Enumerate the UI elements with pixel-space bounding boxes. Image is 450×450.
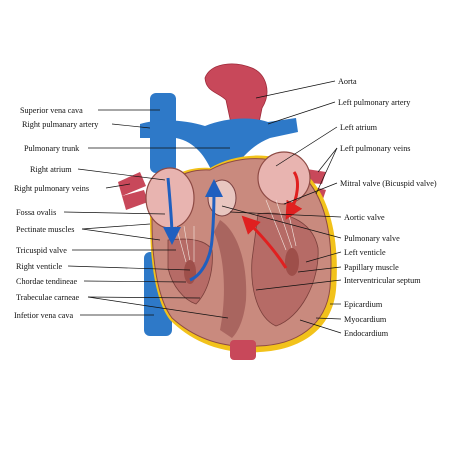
left-labels: Superior vena cava Right pulmanary arter… — [14, 106, 230, 320]
papillary-muscle-shape — [285, 248, 299, 276]
label-pectinate-muscles: Pectinate muscles — [16, 225, 74, 234]
aorta-shape — [204, 63, 268, 129]
label-right-pulmonary-veins: Right pulmonary veins — [14, 184, 89, 193]
label-left-atrium: Left atrium — [340, 123, 378, 132]
label-aortic-valve: Aortic valve — [344, 213, 385, 222]
label-right-pulmonary-artery: Right pulmanary artery — [22, 120, 99, 129]
flow-arrow-blue-1 — [162, 177, 181, 245]
label-superior-vena-cava: Superior vena cava — [20, 106, 83, 115]
pulmonary-artery-shape — [140, 118, 298, 172]
label-chordae-tendineae: Chordae tendineae — [16, 277, 78, 286]
right-pulmonary-veins-shape — [118, 172, 148, 210]
papillary-muscle-shape-right — [184, 260, 196, 284]
flow-arrow-red-2 — [241, 215, 288, 269]
label-fossa-ovalis: Fossa ovalis — [16, 208, 56, 217]
label-pulmonary-valve: Pulmonary valve — [344, 234, 400, 243]
label-epicardium: Epicardium — [344, 300, 383, 309]
label-interventricular-septum: Interventricular septum — [344, 276, 421, 285]
label-trabeculae-carneae: Trabeculae carneae — [16, 293, 79, 302]
flow-arrow-red-1 — [285, 171, 303, 220]
label-pulmonary-trunk: Pulmonary trunk — [24, 144, 80, 153]
label-endocardium: Endocardium — [344, 329, 389, 338]
heart-base-vessel — [230, 340, 256, 360]
label-mitral-valve: Mitral valve (Bicuspid valve) — [340, 179, 437, 188]
label-right-atrium: Right atrium — [30, 165, 72, 174]
right-labels: Aorta Left pulmonary artery Left atrium … — [221, 77, 437, 338]
label-tricuspid-valve: Tricuspid valve — [16, 246, 67, 255]
label-inferior-vena-cava: Infetior vena cava — [14, 311, 73, 320]
label-aorta: Aorta — [338, 77, 357, 86]
septum-shape — [214, 220, 247, 338]
label-left-pulmonary-veins: Left pulmonary veins — [340, 144, 411, 153]
label-myocardium: Myocardium — [344, 315, 387, 324]
label-right-venticle: Right venticle — [16, 262, 63, 271]
label-left-venticle: Left venticle — [344, 248, 386, 257]
left-atrium-chamber — [257, 151, 311, 205]
label-papillary-muscle: Papillary muscle — [344, 263, 399, 272]
label-left-pulmonary-artery: Left pulmonary artery — [338, 98, 411, 107]
flow-arrow-blue-2 — [189, 179, 223, 282]
